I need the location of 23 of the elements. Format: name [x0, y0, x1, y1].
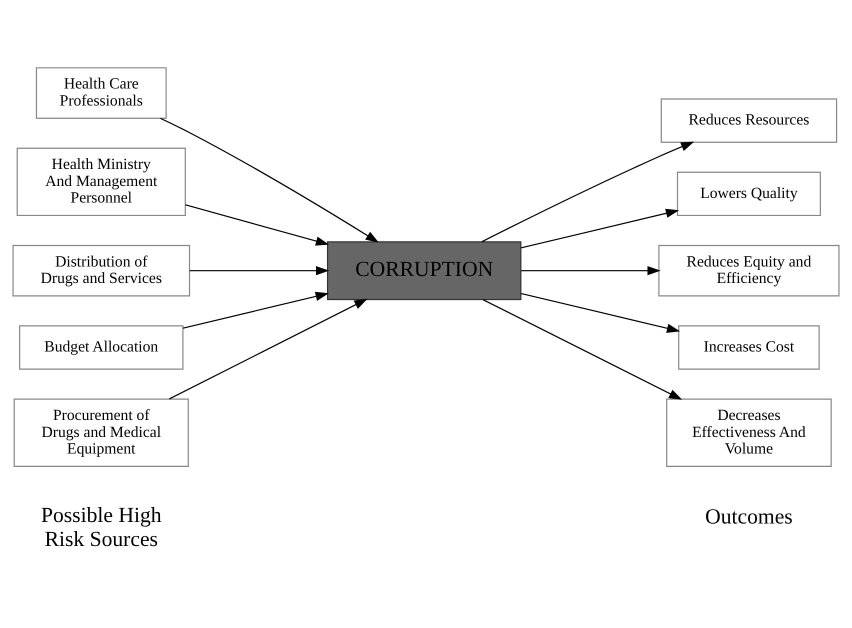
arrow	[482, 298, 682, 400]
node-box: Reduces Resources	[660, 98, 838, 142]
arrow	[185, 204, 330, 246]
node-box: Health Ministry And Management Personnel	[16, 147, 186, 216]
arrow	[160, 117, 379, 242]
arrow	[169, 298, 368, 399]
node-box: Health Care Professionals	[36, 66, 167, 118]
arrow	[521, 208, 680, 248]
arrow	[182, 291, 329, 328]
node-box: Reduces Equity and Efficiency	[658, 244, 840, 296]
node-box: CORRUPTION	[326, 240, 522, 300]
node-box: Decreases Effectiveness And Volume	[666, 398, 832, 466]
node-box: Budget Allocation	[19, 324, 184, 370]
node-box: Lowers Quality	[676, 171, 821, 216]
arrow	[482, 141, 694, 242]
arrow	[521, 292, 680, 332]
node-box: Increases Cost	[678, 324, 820, 370]
arrow	[521, 266, 661, 275]
arrow	[190, 266, 330, 275]
node-box: Procurement of Drugs and Medical Equipment	[14, 398, 189, 466]
node-box: Distribution of Drugs and Services	[12, 244, 190, 296]
label: Outcomes	[705, 504, 793, 528]
label: Possible High Risk Sources	[40, 502, 162, 551]
